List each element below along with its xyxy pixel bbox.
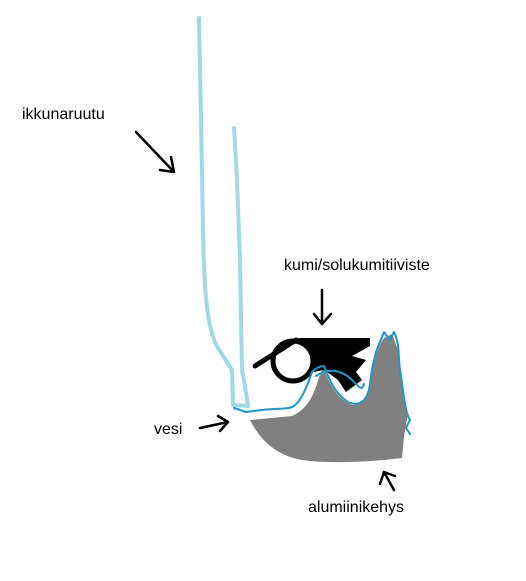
water-line xyxy=(233,331,411,435)
arrow-glass-icon xyxy=(134,130,176,174)
arrow-water-icon xyxy=(198,414,230,433)
aluminium-frame-shape xyxy=(250,334,408,463)
label-water: vesi xyxy=(154,421,183,438)
water-line-seal-gap xyxy=(315,369,365,389)
arrow-frame-icon xyxy=(378,470,397,492)
seal-lip-line xyxy=(252,337,299,369)
label-rubber-seal: kumi/solukumitiiviste xyxy=(284,257,430,274)
seal-tube-circle xyxy=(270,338,316,384)
arrow-seal-icon xyxy=(312,288,333,326)
label-glass-pane: ikkunaruutu xyxy=(22,106,105,123)
glass-pane-outline xyxy=(197,16,250,408)
rubber-seal-shape xyxy=(298,338,370,392)
label-aluminium-frame: alumiinikehys xyxy=(308,499,405,516)
